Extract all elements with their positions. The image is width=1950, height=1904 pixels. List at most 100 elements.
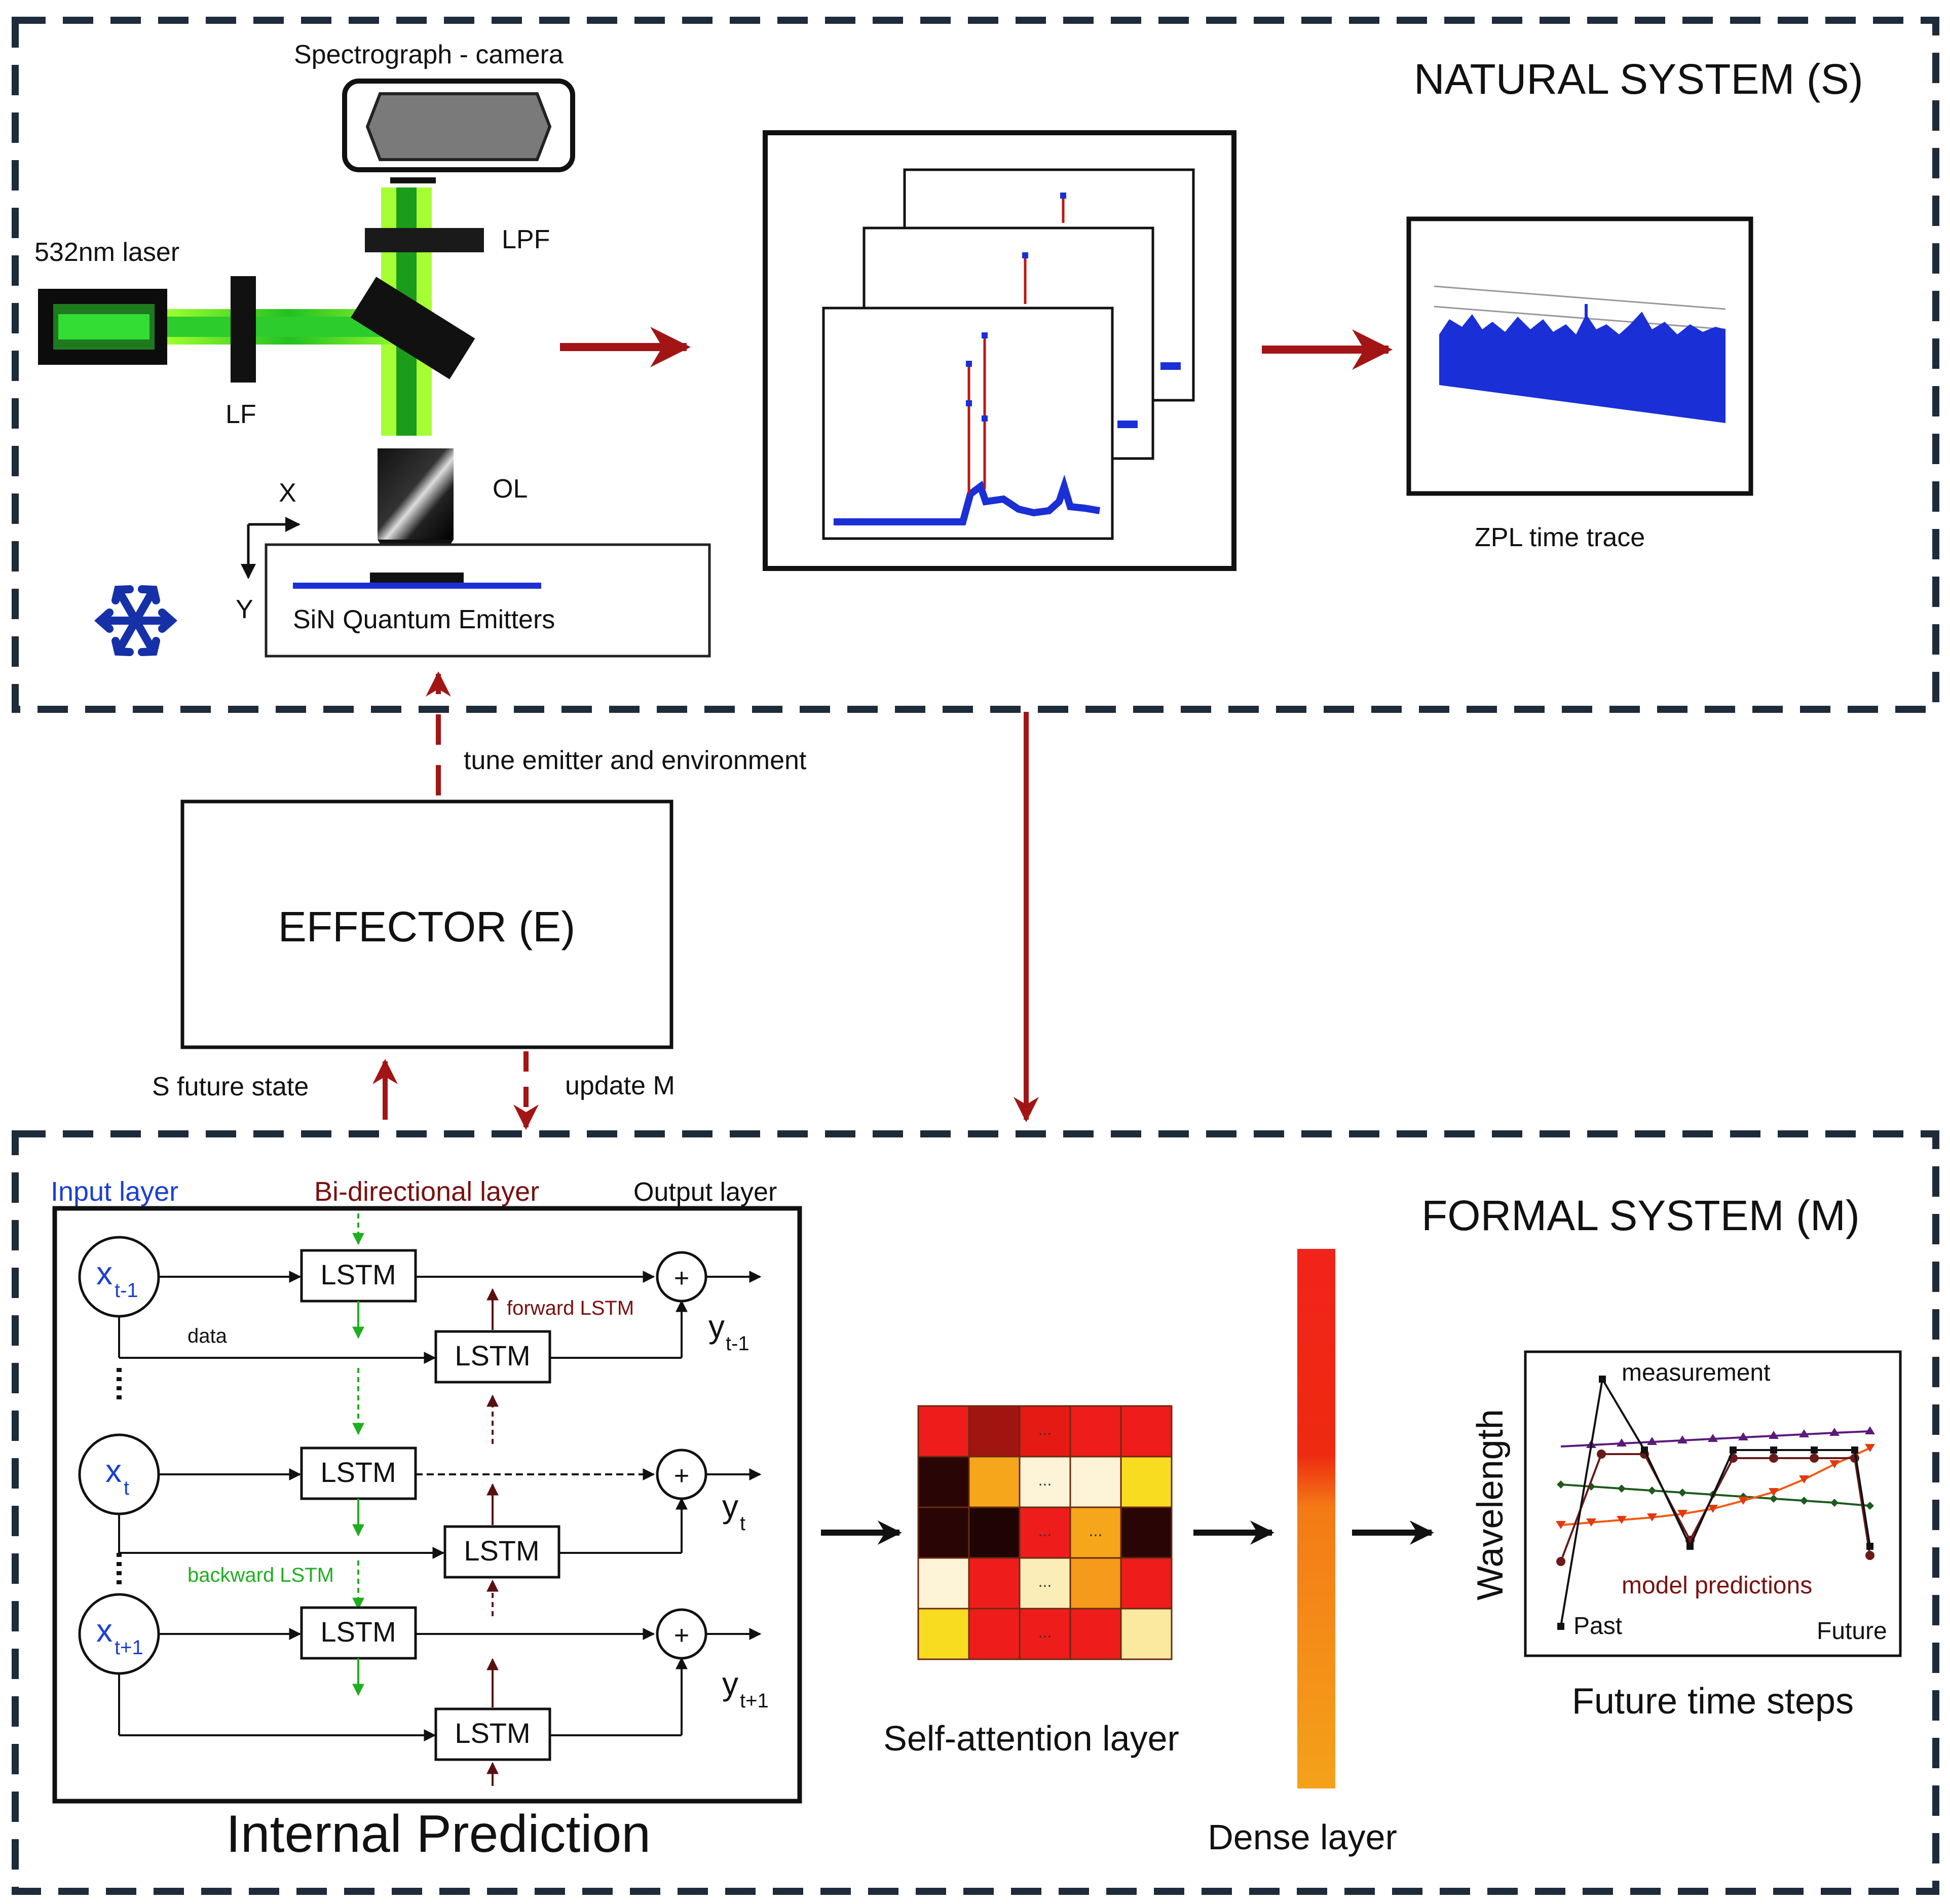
input-sub: t-1 [115,1279,138,1302]
zpl-label: ZPL time trace [1475,523,1645,552]
heatmap-cell [1069,1506,1122,1559]
camera-label: Spectrograph - camera [294,40,564,69]
output-sub: t-1 [726,1332,749,1355]
output-sub: t+1 [740,1690,769,1712]
output-sub: t [740,1512,745,1535]
snowflake-icon [94,585,178,656]
series-measurement-markers [1557,1376,1873,1630]
ol-label: OL [493,474,528,504]
output-base: y [708,1308,725,1345]
heatmap-ellipsis: ... [1089,1521,1103,1540]
heatmap-cell [1069,1608,1122,1660]
input-node-t: x t [78,1433,160,1515]
data-label: data [188,1325,228,1347]
zpl-time-trace-panel [1406,216,1753,496]
sample-box [265,543,711,658]
prediction-plot: Wavelength [1470,1350,1902,1657]
series-orange-markers [1556,1444,1875,1529]
heatmap-ellipsis: ... [1038,1471,1052,1489]
heatmap-cell [1120,1506,1173,1559]
lpf-label: LPF [502,225,550,254]
self-attention-label: Self-attention layer [883,1719,1179,1758]
lstm-label: LSTM [320,1616,396,1648]
effector-box [180,799,673,1049]
heatmap-ellipses: ... ... ... ... ... ... [1038,1420,1103,1641]
heatmap-cell [968,1608,1021,1660]
forward-lstm-label: forward LSTM [507,1297,634,1319]
heatmap-cell [1069,1405,1122,1458]
update-m-label: update M [565,1071,675,1100]
spectrograph-camera [342,79,575,183]
lstm-label: LSTM [455,1340,530,1372]
y-axis-label: Y [236,595,253,624]
heatmap-cell [917,1405,970,1458]
input-sub: t [124,1477,129,1499]
x-axis-label: X [279,478,296,508]
dichroic-mirror [351,277,475,379]
dense-layer-label: Dense layer [1208,1817,1397,1857]
laser-label: 532nm laser [34,238,179,267]
input-node-t-plus-1: x t+1 [78,1593,160,1675]
formal-system-title: FORMAL SYSTEM (M) [1421,1192,1860,1239]
backward-lstm-label: backward LSTM [188,1564,334,1586]
sample-stage [370,573,464,583]
heatmap-ellipsis: ... [1038,1572,1052,1590]
plus-symbol: + [674,1621,689,1650]
output-base: y [722,1665,738,1702]
formal-system-panel: FORMAL SYSTEM (M) Input layer Bi-directi… [12,1130,1939,1895]
heatmap-cell [1069,1456,1122,1508]
natural-system-title: NATURAL SYSTEM (S) [1414,55,1863,103]
heatmap-ellipsis: ... [1038,1623,1052,1641]
backward-lstm-box [434,1330,551,1384]
plus-symbol: + [674,1264,689,1293]
input-base: x [96,1612,113,1649]
future-state-label: S future state [152,1072,309,1101]
internal-prediction-title: Internal Prediction [226,1805,651,1863]
input-base: x [105,1453,122,1489]
heatmap-cell [1019,1608,1071,1660]
row-t-minus-1: LSTM data LSTM forward LSTM + y t-1 [118,1213,762,1444]
heatmap-cell [968,1506,1021,1559]
output-layer-label: Output layer [633,1177,777,1207]
measurement-label: measurement [1622,1359,1770,1386]
self-attention-heatmap [917,1405,1173,1660]
spectra-panel [763,130,1236,571]
xy-axes [241,517,301,579]
natural-system-panel: NATURAL SYSTEM (S) Spectrograph - camera… [12,17,1939,713]
lf-label: LF [226,400,256,429]
lstm-label: LSTM [464,1535,539,1567]
heatmap-cell [968,1405,1021,1458]
lstm-label: LSTM [455,1717,530,1749]
output-base: y [722,1488,738,1525]
forward-lstm-box [300,1446,417,1500]
model-predictions-label: model predictions [1622,1572,1812,1599]
plus-symbol: + [674,1461,689,1491]
lf-filter [231,276,256,383]
future-label: Future [1817,1618,1887,1645]
prediction-ylabel: Wavelength [1470,1409,1511,1601]
series-purple-markers [1586,1426,1875,1448]
series-green-markers [1557,1480,1874,1510]
heatmap-ellipsis: ... [1038,1521,1052,1540]
heatmap-cell [1120,1608,1173,1660]
heatmap-cell [917,1456,970,1508]
heatmap-cell [917,1557,970,1610]
heatmap-cell [1120,1405,1173,1458]
input-sub: t+1 [115,1636,143,1659]
lpf-filter [365,228,484,252]
heatmap-cell [1019,1456,1071,1508]
effector-title: EFFECTOR (E) [278,903,575,950]
input-layer-label: Input layer [51,1176,178,1207]
heatmap-cell [1120,1557,1173,1610]
effector-block: EFFECTOR (E) [180,799,673,1049]
input-base: x [96,1255,113,1291]
heatmap-cell [968,1456,1021,1508]
future-time-steps-label: Future time steps [1572,1681,1854,1722]
forward-lstm-box [300,1606,417,1660]
lstm-label: LSTM [320,1456,396,1488]
row-t-plus-1: LSTM LSTM + y t+1 [118,1606,769,1786]
heatmap-cell [968,1557,1021,1610]
heatmap-cell [1069,1557,1122,1610]
spectrum-trace [834,474,1101,525]
formal-system-border [12,1130,1939,1895]
